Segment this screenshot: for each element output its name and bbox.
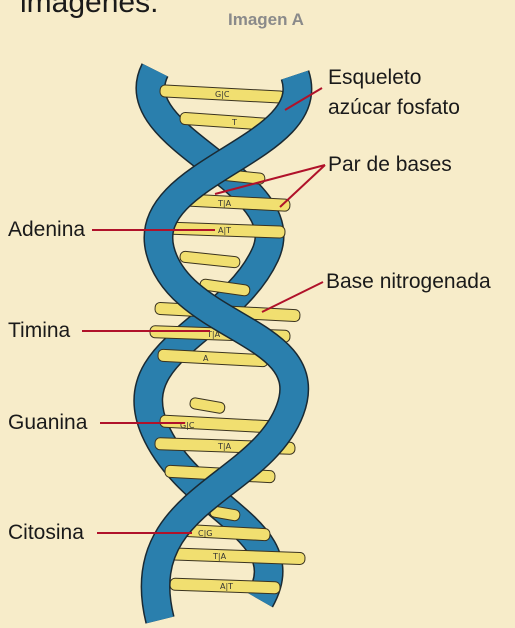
base-pair-rod: G|C — [159, 84, 286, 104]
base-pair-letters: A|T — [218, 226, 231, 235]
leader-lines — [82, 87, 326, 534]
base-pair-letters: T|A — [212, 552, 227, 561]
base-pair-rod: A — [157, 348, 269, 368]
intro-text-fragment: imágenes. — [20, 0, 159, 19]
base-pair-rod — [179, 250, 241, 269]
base-pair-letters: G|C — [215, 90, 230, 99]
base-pair-letters: T|A — [217, 442, 232, 451]
base-pair-letters: C|G — [198, 529, 212, 538]
label-base-pair: Par de bases — [328, 153, 452, 176]
label-guanine: Guanina — [8, 411, 88, 434]
label-thymine: Timina — [8, 319, 71, 342]
label-backbone-line2: azúcar fosfato — [328, 96, 460, 119]
base-pair-letters: A — [203, 354, 209, 363]
label-adenine: Adenina — [8, 218, 86, 241]
base-pair-letters: G|C — [180, 421, 195, 430]
label-nitrogen-base: Base nitrogenada — [326, 270, 491, 293]
leader-line-nitrogen-base — [261, 281, 324, 313]
base-pair-rod: G|C — [159, 414, 276, 434]
base-pair-letters: A|T — [220, 582, 233, 591]
figure-title: Imagen A — [228, 10, 304, 29]
base-pair-letters: T|A — [217, 199, 232, 208]
label-cytosine: Citosina — [8, 521, 84, 544]
leader-line-base-pair-2 — [279, 164, 326, 208]
base-pair-rod — [189, 397, 226, 414]
base-pair-letters: T — [231, 118, 237, 127]
label-backbone-line1: Esqueleto — [328, 66, 422, 89]
base-pair-letters: T|A — [206, 330, 221, 339]
leader-line-base-pair-1 — [214, 164, 326, 195]
leader-line-backbone — [284, 87, 323, 111]
